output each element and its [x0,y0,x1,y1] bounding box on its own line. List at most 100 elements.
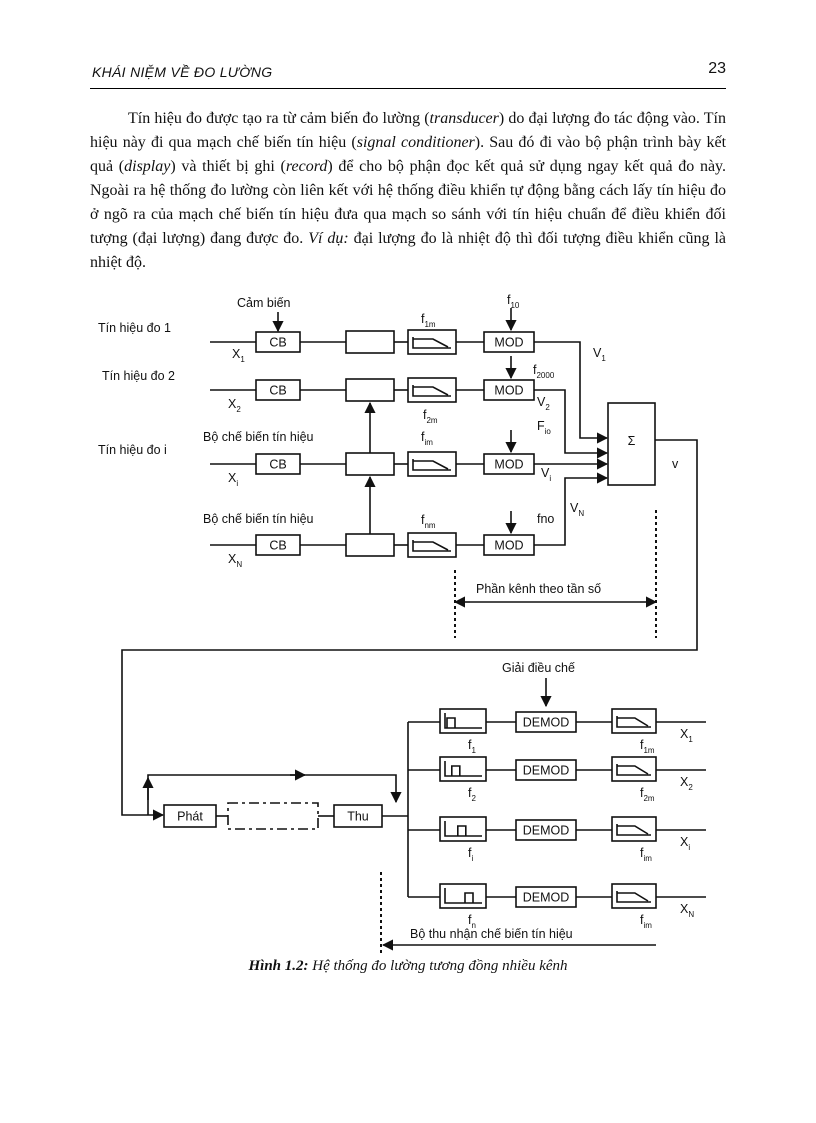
lowpass-filter-3 [407,451,457,477]
term-record: record [285,158,328,175]
conditioner-block-1 [345,330,395,354]
bandpass-filter-1-icon [444,713,482,729]
filter-label-1: f1m [421,312,436,329]
conditioner-block-2 [345,378,395,402]
input-x-2: X2 [228,397,241,414]
output-x-3: Xi [680,835,690,852]
output-filter-2 [611,756,657,782]
fno-label: fno [537,512,554,526]
output-x-4: XN [680,902,694,919]
lowpass-filter-2-icon [412,385,451,397]
transmission-path [121,439,698,821]
mod-block-3-label: MOD [494,458,523,472]
lowpass-filter-4-icon [412,540,451,552]
lowpass-filter-2 [407,377,457,403]
signal-label-2: Tín hiệu đo 2 [102,369,175,383]
channel-block [227,802,319,830]
bandpass-filter-2 [439,756,487,782]
sum-output-label: v [672,457,679,471]
v-label-1: V1 [593,346,606,363]
conditioner-label-1: Bộ chế biến tín hiệu [203,430,314,444]
input-x-4: XN [228,552,242,569]
fio-label: Fio [537,419,551,436]
bandpass-label-2: f2 [468,786,476,803]
v-label-2: V2 [537,395,550,412]
demod-block-2-label: DEMOD [523,764,570,778]
output-filter-3 [611,816,657,842]
receiver-label: Bộ thu nhận chế biến tín hiệu [410,927,573,941]
mod-block-4-label: MOD [494,539,523,553]
lowpass-filter-4 [407,532,457,558]
bandpass-label-4: fn [468,913,476,930]
output-filter-4 [611,883,657,909]
conditioner-block-3 [345,452,395,476]
v-label-i: Vi [541,466,551,483]
output-filter-4-icon [616,891,651,903]
transmitter-block-label: Phát [177,810,203,824]
bandpass-filter-4-icon [444,888,482,904]
filter-label-2: f2m [423,408,438,425]
freq-channel-label: Phần kênh theo tần số [476,582,601,596]
conditioner-label-2: Bộ chế biến tín hiệu [203,512,314,526]
bandpass-filter-2-icon [444,761,482,777]
output-line-1 [534,341,609,444]
v-label-n: VN [570,501,584,518]
demod-block-3-label: DEMOD [523,824,570,838]
bandpass-label-1: f1 [468,738,476,755]
bandpass-filter-3-icon [444,821,482,837]
page-number: 23 [708,60,726,77]
carrier-label-f10: f10 [507,293,520,310]
output-filter-label-2: f2m [640,786,655,803]
conditioner-block-4 [345,533,395,557]
figure-caption: Hình 1.2: Hệ thống đo lường tương đồng n… [0,958,816,975]
output-filter-label-4: fim [640,913,652,930]
lowpass-filter-3-icon [412,459,451,471]
output-filter-label-3: fim [640,846,652,863]
output-filter-3-icon [616,824,651,836]
sum-symbol: Σ [628,434,636,448]
input-x-3: Xi [228,471,238,488]
sensor-label: Cảm biến [237,296,291,310]
sum-block [607,402,656,486]
output-line-2 [534,389,609,459]
output-x-1: X1 [680,727,693,744]
output-filter-2-icon [616,764,651,776]
output-line-n [534,472,609,546]
term-display: display [124,158,171,175]
bandpass-filter-3 [439,816,487,842]
lowpass-filter-1-icon [412,337,451,349]
receiver-block-label: Thu [347,810,369,824]
body-paragraph: Tín hiệu đo được tạo ra từ cảm biến đo l… [90,110,727,271]
filter-label-i: fim [421,430,433,447]
signal-label-1: Tín hiệu đo 1 [98,321,171,335]
output-filter-1-icon [616,716,651,728]
term-transducer: transducer [429,110,499,127]
demod-label: Giải điều chế [502,661,575,675]
carrier-label-f2000: f2000 [533,363,555,380]
cb-block-2-label: CB [269,384,286,398]
figure-number: Hình 1.2: [248,958,309,974]
output-filter-label-1: f1m [640,738,655,755]
running-header: KHÁI NIỆM VỀ ĐO LƯỜNG 23 [90,60,726,89]
mod-block-2-label: MOD [494,384,523,398]
cb-block-3-label: CB [269,458,286,472]
cb-block-4-label: CB [269,539,286,553]
lowpass-filter-1 [407,329,457,355]
signal-label-3: Tín hiệu đo i [98,443,167,457]
figure-title: Hệ thống đo lường tương đồng nhiều kênh [308,958,568,974]
output-x-2: X2 [680,775,693,792]
bandpass-filter-4 [439,883,487,909]
mod-block-1-label: MOD [494,336,523,350]
chapter-title: KHÁI NIỆM VỀ ĐO LƯỜNG [92,64,273,80]
cb-block-1-label: CB [269,336,286,350]
output-filter-1 [611,708,657,734]
demod-block-1-label: DEMOD [523,716,570,730]
term-signal-conditioner: signal conditioner [356,134,475,151]
example-label: Ví dụ: [308,230,349,247]
filter-label-n: fnm [421,513,436,530]
demod-block-4-label: DEMOD [523,891,570,905]
bandpass-label-3: fi [468,846,473,863]
